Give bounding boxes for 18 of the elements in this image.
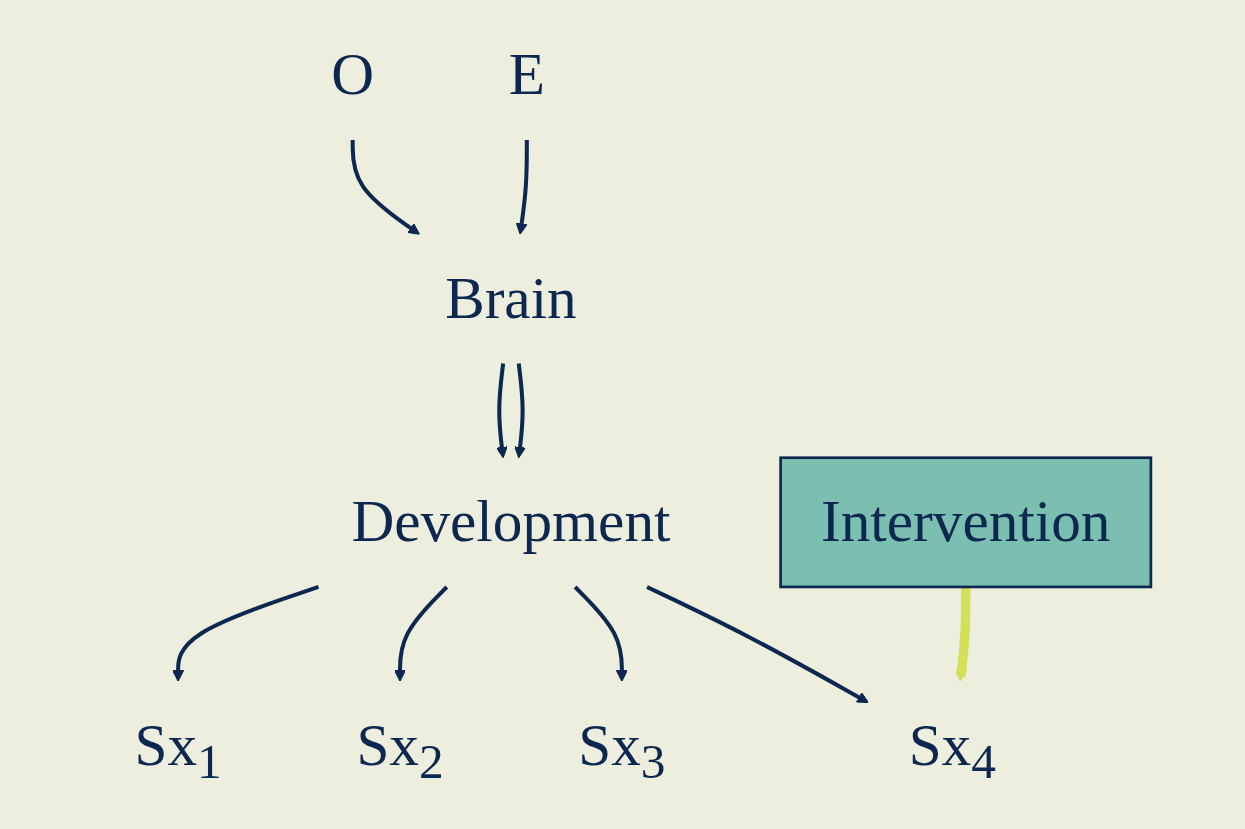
node-text: Sx$_{2}$ [356, 712, 444, 789]
arrow [514, 363, 526, 459]
node-text: Sx$_{3}$ [578, 712, 666, 789]
node-text: Brain [445, 265, 577, 332]
node-text: O [331, 41, 375, 108]
arrow [496, 363, 508, 459]
arrow [394, 585, 449, 682]
arrow [955, 586, 971, 682]
arrow [515, 140, 529, 235]
arrow [172, 585, 320, 682]
arrow [573, 585, 628, 682]
arrow [646, 585, 869, 704]
node-box: Intervention [779, 456, 1153, 589]
arrow [350, 140, 420, 235]
node-text: Development [351, 488, 671, 555]
node-text: Sx$_{1}$ [134, 712, 222, 789]
node-text: E [508, 41, 545, 108]
node-text: Sx$_{4}$ [908, 712, 996, 789]
